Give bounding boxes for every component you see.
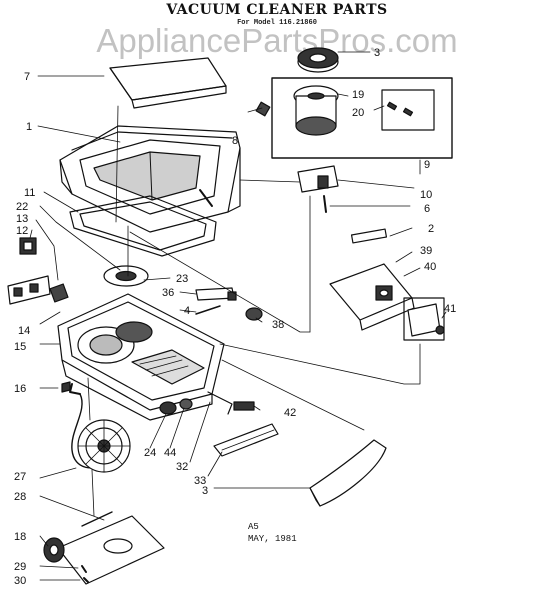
callout-8: 8: [232, 135, 238, 147]
part-40-bracket-box: [403, 297, 445, 341]
callout-36: 36: [162, 287, 174, 299]
callout-41: 41: [444, 303, 456, 315]
part-39-filter-housing: [329, 263, 415, 331]
footer-date: MAY, 1981: [248, 534, 297, 544]
part-20-brush-box: [381, 89, 435, 131]
part-29-screw: [81, 565, 87, 573]
part-12-switch-face: [23, 241, 33, 251]
model-subtitle: For Model 116.21860: [237, 19, 317, 27]
part-36-bracket: [195, 287, 237, 301]
part-1-top-housing: [59, 125, 241, 233]
part-42-switch-block: [233, 401, 255, 411]
callout-30: 30: [14, 575, 26, 587]
part-41-screw: [435, 325, 445, 335]
callout-13: 13: [16, 213, 28, 225]
part-3-carry-handle: [309, 439, 387, 507]
part-40-bracket: [407, 303, 441, 337]
footer-code: A5: [248, 522, 259, 532]
callout-24: 24: [144, 447, 156, 459]
callout-28: 28: [14, 491, 26, 503]
callout-3-top: 3: [374, 47, 380, 59]
callout-16: 16: [14, 383, 26, 395]
callout-12: 12: [16, 225, 28, 237]
callout-18: 18: [14, 531, 26, 543]
diagram-title: VACUUM CLEANER PARTS: [166, 2, 388, 18]
part-18-wheel: [43, 537, 65, 563]
part-2-strip: [350, 228, 388, 244]
callout-29: 29: [14, 561, 26, 573]
leader-lines: [29, 51, 447, 581]
part-24-button: [159, 401, 177, 415]
callout-9: 9: [424, 159, 430, 171]
part-11-gasket: [69, 195, 217, 257]
part-4-spring: [195, 305, 221, 315]
part-9-motor-assembly-box: [271, 77, 453, 159]
part-44-button: [179, 398, 193, 410]
part-30-screw: [83, 577, 89, 583]
callout-15: 15: [14, 341, 26, 353]
part-14-contact-a: [13, 287, 23, 297]
part-20-brush-a: [386, 101, 398, 111]
callout-3-bottom: 3: [202, 485, 208, 497]
part-8-nut: [255, 101, 271, 117]
part-7-cover: [109, 57, 227, 109]
callout-42: 42: [284, 407, 296, 419]
callout-14: 14: [18, 325, 30, 337]
part-14-contact-b: [29, 283, 39, 293]
callout-38: 38: [272, 319, 284, 331]
callout-11: 11: [24, 187, 35, 199]
callout-7: 7: [24, 71, 30, 83]
callout-20: 20: [352, 107, 364, 119]
callout-44: 44: [164, 447, 176, 459]
part-32-lever: [207, 391, 233, 415]
part-14-switch-plate: [7, 275, 51, 305]
part-22-switch-knob: [49, 283, 69, 303]
callout-23: 23: [176, 273, 188, 285]
part-27-cord-reel: [77, 419, 131, 473]
part-20-brush-b: [402, 107, 414, 117]
part-23-filter-mount: [103, 265, 149, 287]
part-15-base-tank: [57, 293, 225, 421]
callout-22: 22: [16, 201, 28, 213]
callout-19: 19: [352, 89, 364, 101]
callout-labels: 7 1 11 22 13 12 14 15 16 27 28 18 29 30 …: [14, 47, 456, 587]
part-6-screw: [323, 195, 327, 213]
part-19-motor: [293, 85, 339, 136]
callout-4: 4: [184, 305, 190, 317]
callout-10: 10: [420, 189, 432, 201]
part-3-fan: [297, 47, 339, 73]
callout-1: 1: [26, 121, 32, 133]
part-11-gasket-inner: [79, 201, 207, 251]
callout-2: 2: [428, 223, 434, 235]
callout-27: 27: [14, 471, 26, 483]
callout-40: 40: [424, 261, 436, 273]
part-10-motor-mount: [297, 165, 339, 193]
callout-33: 33: [194, 475, 206, 487]
part-28-bottom-plate: [57, 511, 165, 585]
part-33-handle: [213, 423, 279, 457]
callout-6: 6: [424, 203, 430, 215]
part-38-knob: [245, 307, 263, 321]
callout-32: 32: [176, 461, 188, 473]
callout-39: 39: [420, 245, 432, 257]
